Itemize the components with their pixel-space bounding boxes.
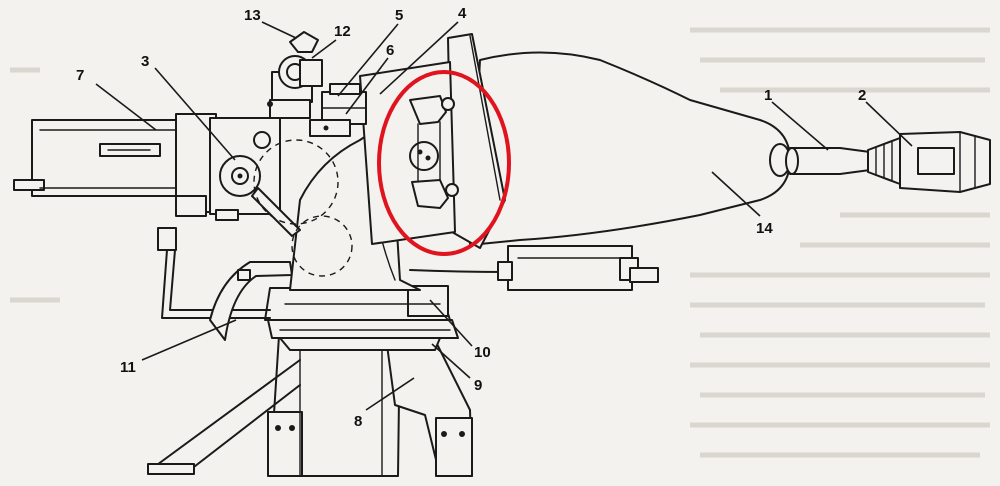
highlight-ellipse <box>377 70 511 256</box>
callout-14: 14 <box>756 220 773 237</box>
callout-12: 12 <box>334 23 351 40</box>
callout-9: 9 <box>474 377 482 394</box>
phantom-outlines <box>253 139 353 277</box>
missile <box>785 131 991 193</box>
callout-labels: 1 2 3 4 5 6 7 8 9 10 11 12 13 14 <box>76 5 866 430</box>
callout-5: 5 <box>395 7 403 24</box>
callout-11: 11 <box>120 359 136 376</box>
callout-8: 8 <box>354 413 362 430</box>
callout-7: 7 <box>76 67 84 84</box>
power-cable-unit <box>409 245 659 291</box>
top-lug-assembly <box>267 31 329 131</box>
callout-13: 13 <box>244 7 261 24</box>
callout-6: 6 <box>386 42 394 59</box>
leader-lines <box>95 21 913 411</box>
callout-4: 4 <box>458 5 467 22</box>
guidance-housing <box>13 113 301 237</box>
tripod-base <box>147 319 473 477</box>
launcher-tube <box>447 33 791 249</box>
callout-3: 3 <box>141 53 149 70</box>
mounting-bracket <box>359 61 459 245</box>
callout-10: 10 <box>474 344 491 361</box>
traverse-mechanism <box>264 285 459 351</box>
callout-2: 2 <box>858 87 866 104</box>
sight-unit <box>309 83 367 137</box>
background-text-texture <box>10 27 990 458</box>
callout-1: 1 <box>764 87 772 104</box>
